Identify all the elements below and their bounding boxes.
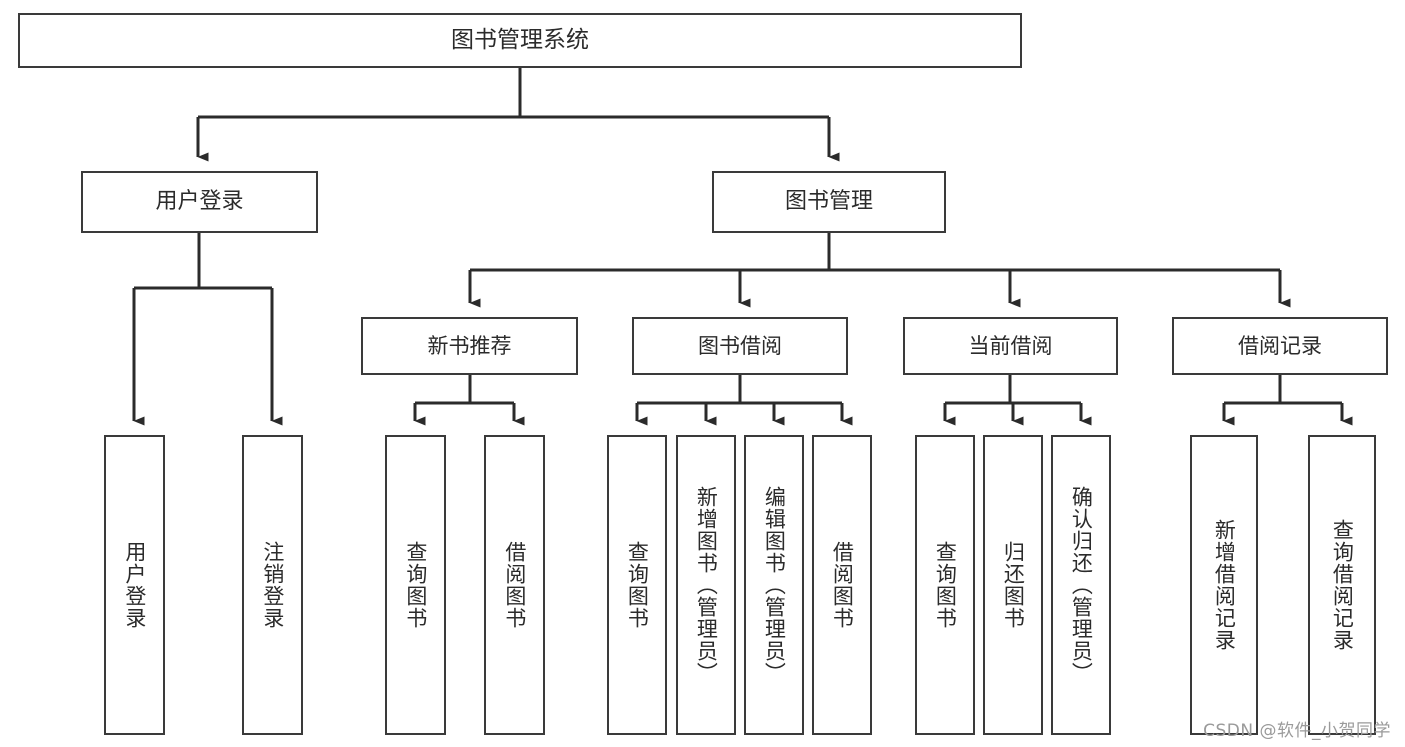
node-root[interactable]: 图书管理系统: [18, 13, 1022, 68]
node-leaf-edit-book-label: 编辑图书（管理员）: [762, 486, 787, 684]
node-leaf-query-book-2-label: 查询图书: [625, 541, 650, 629]
node-book-borrow[interactable]: 图书借阅: [632, 317, 848, 375]
node-book-manage[interactable]: 图书管理: [712, 171, 946, 233]
node-leaf-return-book-label: 归还图书: [1001, 541, 1026, 629]
node-leaf-query-book-1-label: 查询图书: [403, 541, 428, 629]
node-new-book-recommend-label: 新书推荐: [427, 333, 512, 358]
node-leaf-borrow-book-1[interactable]: 借阅图书: [484, 435, 545, 735]
node-leaf-add-book-label: 新增图书（管理员）: [694, 486, 719, 684]
node-borrow-record[interactable]: 借阅记录: [1172, 317, 1388, 375]
node-leaf-query-book-2[interactable]: 查询图书: [607, 435, 667, 735]
node-leaf-return-book[interactable]: 归还图书: [983, 435, 1043, 735]
node-leaf-borrow-book-2-label: 借阅图书: [830, 541, 855, 629]
node-leaf-borrow-book-2[interactable]: 借阅图书: [812, 435, 872, 735]
node-user-login-label: 用户登录: [155, 189, 244, 215]
node-leaf-query-record[interactable]: 查询借阅记录: [1308, 435, 1376, 735]
node-root-label: 图书管理系统: [451, 26, 589, 53]
node-leaf-user-logout[interactable]: 注销登录: [242, 435, 303, 735]
node-leaf-confirm-return[interactable]: 确认归还（管理员）: [1051, 435, 1111, 735]
node-leaf-query-book-3-label: 查询图书: [933, 541, 958, 629]
node-leaf-add-book[interactable]: 新增图书（管理员）: [676, 435, 736, 735]
node-leaf-edit-book[interactable]: 编辑图书（管理员）: [744, 435, 804, 735]
node-book-manage-label: 图书管理: [784, 189, 873, 215]
node-current-borrow[interactable]: 当前借阅: [903, 317, 1118, 375]
node-leaf-confirm-return-label: 确认归还（管理员）: [1069, 486, 1094, 684]
node-leaf-add-record[interactable]: 新增借阅记录: [1190, 435, 1258, 735]
node-borrow-record-label: 借阅记录: [1238, 333, 1322, 358]
node-book-borrow-label: 图书借阅: [698, 333, 782, 358]
node-leaf-borrow-book-1-label: 借阅图书: [502, 541, 527, 629]
node-leaf-query-record-label: 查询借阅记录: [1330, 519, 1355, 651]
node-leaf-add-record-label: 新增借阅记录: [1212, 519, 1237, 651]
node-leaf-query-book-3[interactable]: 查询图书: [915, 435, 975, 735]
node-user-login[interactable]: 用户登录: [81, 171, 318, 233]
node-leaf-user-logout-label: 注销登录: [260, 541, 285, 629]
node-leaf-user-login[interactable]: 用户登录: [104, 435, 165, 735]
node-leaf-query-book-1[interactable]: 查询图书: [385, 435, 446, 735]
node-leaf-user-login-label: 用户登录: [122, 541, 147, 629]
node-new-book-recommend[interactable]: 新书推荐: [361, 317, 578, 375]
node-current-borrow-label: 当前借阅: [968, 333, 1053, 358]
